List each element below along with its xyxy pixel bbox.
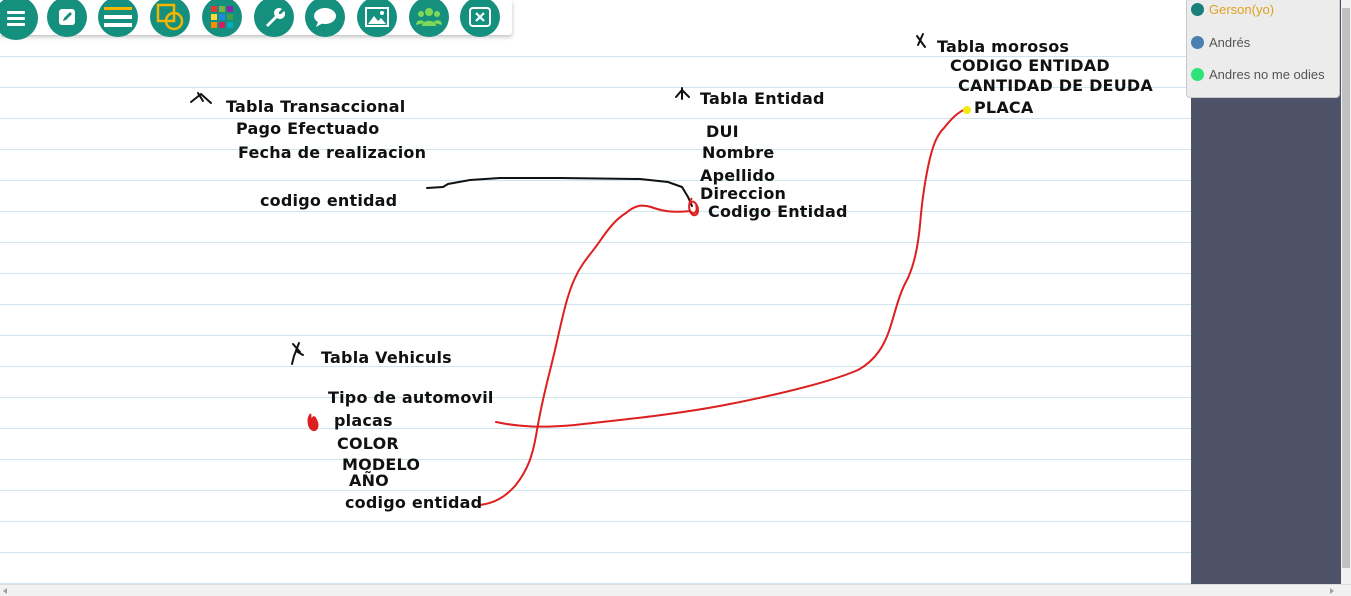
red-link-stroke-morosos [495,108,967,428]
red-link-stroke-entidad [479,204,691,506]
users-icon [416,8,442,26]
field-dui: DUI [706,122,739,141]
shapes-icon [156,3,184,31]
field-codigo-entidad-transaccional: codigo entidad [260,191,398,210]
ruled-line [0,211,1191,212]
lines-icon [104,7,132,27]
field-direccion: Direccion [700,184,787,203]
ruled-line [0,397,1191,398]
ruled-line [0,552,1191,553]
ruled-line [0,87,1191,88]
color-grid-icon [211,6,233,28]
ruled-line [0,521,1191,522]
pen-mark-transaccional [190,92,212,104]
table-title-vehiculs: Tabla Vehiculs [321,348,452,367]
yellow-dot-mark [963,106,971,114]
vertical-scroll-thumb[interactable] [1342,8,1350,568]
pen-mark-vehiculs [291,342,304,365]
menu-icon [7,11,25,26]
user-color-dot [1191,67,1204,81]
ruled-line [0,273,1191,274]
ruled-line [0,583,1191,584]
field-tipo-automovil: Tipo de automovil [328,388,494,407]
black-link-stroke [426,177,693,207]
draw-button[interactable] [47,0,87,37]
clear-button[interactable] [460,0,500,37]
users-button[interactable] [409,0,449,37]
ruled-line [0,118,1191,119]
chat-button[interactable] [305,0,345,37]
user-name: Gerson(yo) [1209,1,1275,17]
whiteboard-canvas[interactable]: Tabla Transaccional Pago Efectuado Fecha… [0,0,1191,584]
ruled-line [0,56,1191,57]
ruled-line [0,304,1191,305]
user-list: Gerson(yo) Andrés Andres no me odies [1186,0,1340,98]
menu-button[interactable] [0,0,38,40]
wrench-icon [266,8,285,28]
user-name: Andrés [1209,34,1251,50]
pen-mark-morosos [916,33,926,48]
field-pago-efectuado: Pago Efectuado [236,119,380,138]
red-dot-mark [307,413,319,432]
field-ano: AÑO [349,471,389,490]
scroll-left-arrow-icon[interactable] [3,588,7,594]
field-codigo-entidad: Codigo Entidad [708,202,848,221]
toolbar [0,0,512,40]
image-button[interactable] [357,0,397,37]
table-title-entidad: Tabla Entidad [700,89,825,108]
image-icon [365,7,389,27]
scroll-right-arrow-icon[interactable] [1330,588,1334,594]
shapes-button[interactable] [150,0,190,37]
user-name: Andres no me odies [1209,66,1325,82]
tools-button[interactable] [254,0,294,37]
field-cantidad-deuda: CANTIDAD DE DEUDA [958,76,1153,95]
field-codigo-entidad-morosos: CODIGO ENTIDAD [950,56,1110,75]
field-color: COLOR [337,434,399,453]
field-modelo: MODELO [342,455,421,474]
field-nombre: Nombre [702,143,775,162]
clear-icon [469,7,491,27]
ruled-line [0,490,1191,491]
field-placas: placas [334,411,393,430]
ruled-line [0,149,1191,150]
field-apellido: Apellido [700,166,776,185]
ruled-line [0,459,1191,460]
user-item-andres-no-me-odies[interactable]: Andres no me odies [1191,66,1325,82]
chat-icon [314,8,336,27]
pen-mark-entidad [675,87,690,100]
line-weight-button[interactable] [98,0,138,37]
user-color-dot [1191,35,1204,49]
ruled-line [0,242,1191,243]
field-codigo-entidad-vehiculs: codigo entidad [345,493,483,512]
ruled-line [0,180,1191,181]
field-placa: PLACA [974,98,1034,117]
freehand-drawing-layer [190,33,971,506]
ruled-line [0,366,1191,367]
ruled-line [0,335,1191,336]
red-scribble-mark [688,197,699,217]
user-item-gerson[interactable]: Gerson(yo) [1191,1,1274,17]
pencil-icon [59,9,75,25]
horizontal-scrollbar[interactable] [0,584,1351,596]
ruled-line [0,428,1191,429]
table-title-transaccional: Tabla Transaccional [226,97,406,116]
colors-button[interactable] [202,0,242,37]
table-title-morosos: Tabla morosos [937,37,1070,56]
user-color-dot [1191,2,1204,16]
user-item-andres[interactable]: Andrés [1191,34,1250,50]
field-fecha-realizacion: Fecha de realizacion [238,143,427,162]
